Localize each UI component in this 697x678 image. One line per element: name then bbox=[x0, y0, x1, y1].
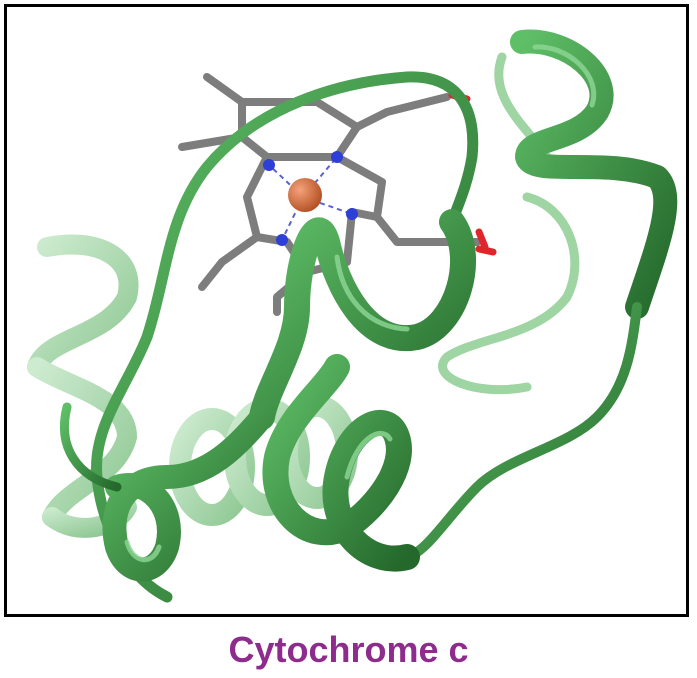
iron-atom bbox=[288, 178, 322, 212]
protein-structure-image bbox=[27, 29, 678, 603]
protein-ribbon bbox=[59, 29, 678, 603]
heme-coordination-lines bbox=[268, 156, 353, 241]
ribbon-highlights bbox=[124, 44, 597, 562]
nitrogen-atoms bbox=[263, 151, 358, 246]
figure-caption: Cytochrome c bbox=[228, 629, 469, 670]
image-frame bbox=[4, 4, 689, 617]
